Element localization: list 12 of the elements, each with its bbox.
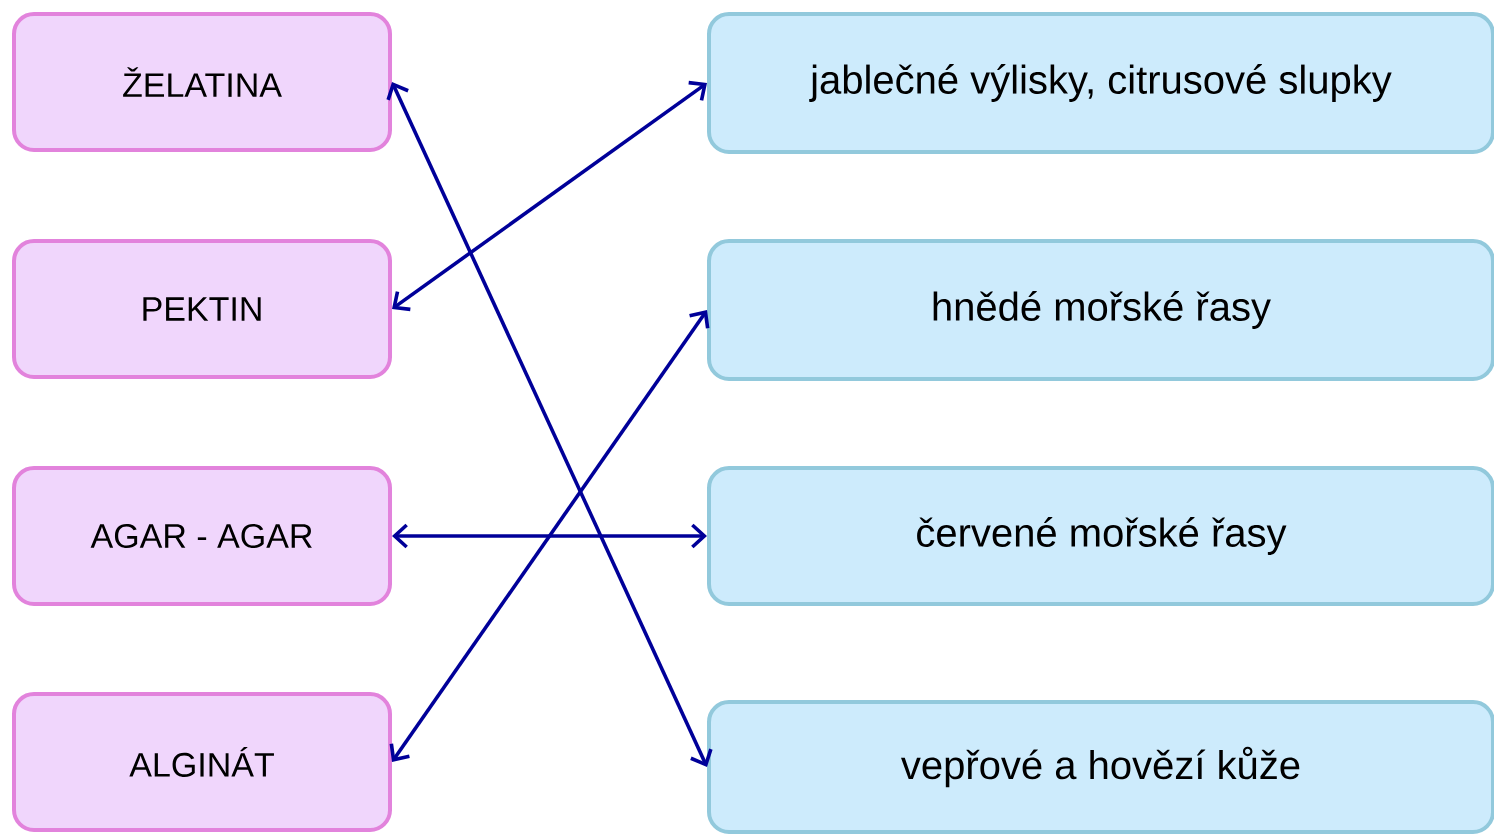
substance-box: ŽELATINA — [12, 12, 392, 152]
arrow — [392, 523, 707, 549]
substance-box: ALGINÁT — [12, 692, 392, 832]
source-box: jablečné výlisky, citrusové slupky — [707, 12, 1494, 154]
substance-box: AGAR - AGAR — [12, 466, 392, 606]
substance-box: PEKTIN — [12, 239, 392, 379]
source-box: vepřové a hovězí kůže — [707, 700, 1494, 834]
arrow — [389, 310, 710, 762]
arrow — [392, 80, 707, 312]
arrow — [386, 82, 713, 767]
source-box: červené mořské řasy — [707, 466, 1494, 606]
source-box: hnědé mořské řasy — [707, 239, 1494, 381]
